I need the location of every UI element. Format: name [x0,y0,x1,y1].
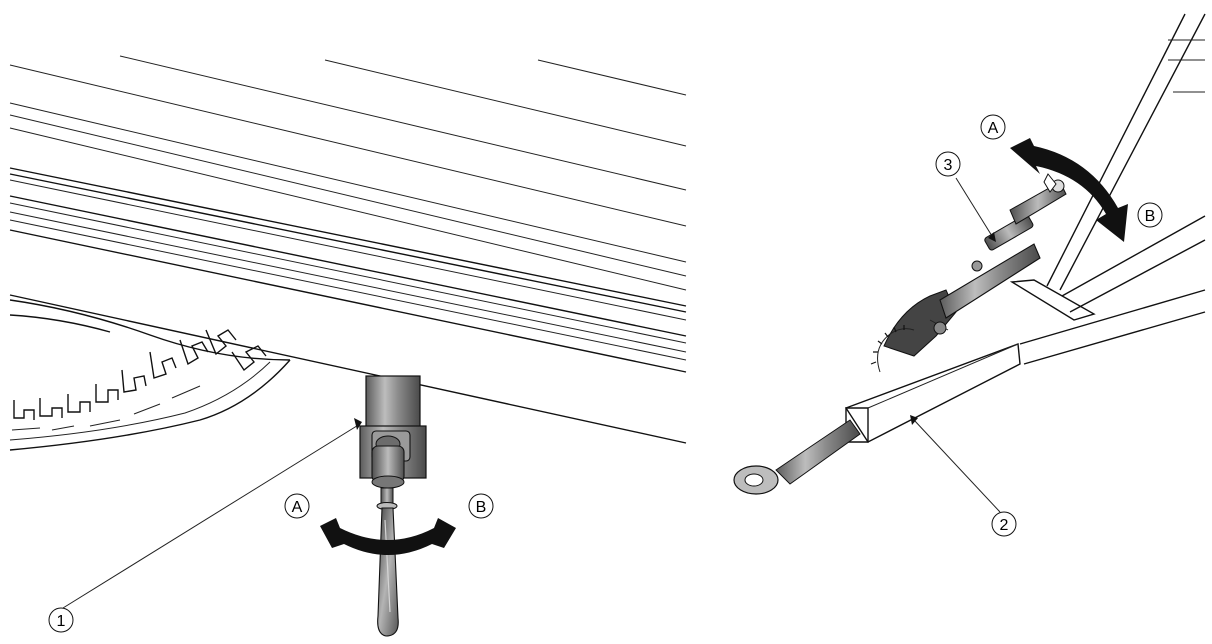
callout-3: 3 [935,151,961,177]
jack-stand [359,375,427,637]
callout-1-label: 1 [57,613,66,630]
left-view: 1 A B [9,55,687,637]
leader-arrowhead [988,232,996,242]
callout-3-label: 3 [944,157,953,174]
callout-a-right: A [980,114,1006,140]
rotation-arrow-icon [1010,138,1128,242]
a-frame-rails [1009,13,1206,365]
callout-1: 1 [48,607,74,633]
callout-a-left-label: A [292,499,303,516]
trailer-deck-lines [9,55,687,291]
callout-2: 2 [991,511,1017,537]
leader-arrowhead [354,418,362,430]
tongue-jack [870,173,1067,373]
callout-a-right-label: A [988,120,999,137]
tire [9,299,291,451]
right-view: 2 3 A B [733,13,1206,537]
leader-line-1 [62,423,361,609]
callout-a-left: A [284,493,310,519]
callout-b-right: B [1137,202,1163,228]
drawbar [733,343,1021,495]
callout-2-label: 2 [1000,517,1009,534]
leader-line-3 [955,177,993,237]
trailer-frame-rail [9,167,687,444]
rotation-arrow-icon [320,518,456,555]
callout-b-right-label: B [1145,208,1156,225]
leader-line-2 [913,419,1001,513]
leader-arrowhead [910,415,918,425]
callout-b-left: B [468,493,494,519]
callout-b-left-label: B [476,499,487,516]
